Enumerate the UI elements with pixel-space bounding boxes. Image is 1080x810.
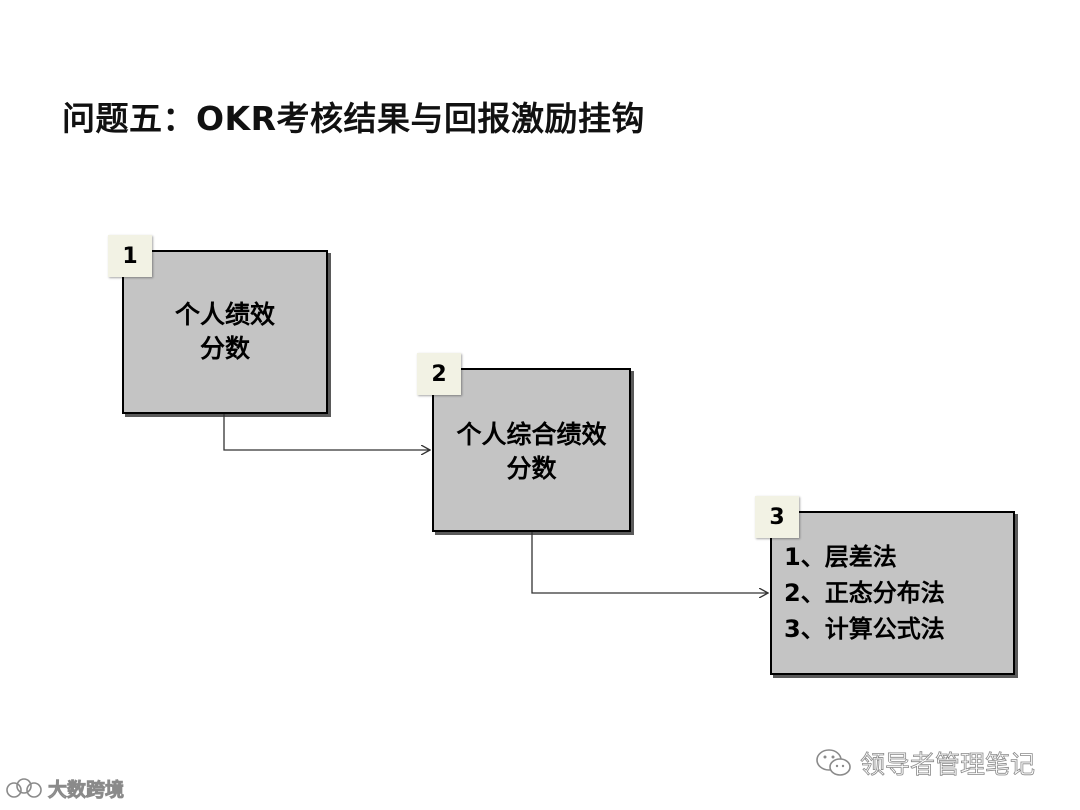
watermark-right: 领导者管理笔记 <box>814 745 1035 781</box>
step-3-method-3: 3、计算公式法 <box>784 615 945 643</box>
step-1-line-1: 个人绩效 <box>174 300 275 329</box>
step-2-line-2: 分数 <box>506 454 557 483</box>
step-1-number-badge: 1 <box>108 235 152 277</box>
wechat-icon <box>816 749 851 776</box>
step-3-method-1: 1、层差法 <box>784 543 897 571</box>
watermark-right-text: 领导者管理笔记 <box>860 750 1036 780</box>
step-2-number-badge: 2 <box>417 353 461 395</box>
step-2-label: 个人综合绩效 分数 <box>434 418 629 486</box>
step-3-number-badge: 3 <box>755 496 799 538</box>
connector-step2-to-step3 <box>531 532 768 593</box>
cloud-logo-icon <box>6 777 42 798</box>
step-2-box: 个人综合绩效 分数 <box>432 368 631 532</box>
step-1-line-2: 分数 <box>199 334 250 363</box>
step-2-line-1: 个人综合绩效 <box>456 420 607 449</box>
step-1-box: 个人绩效 分数 <box>122 250 328 414</box>
step-1-label: 个人绩效 分数 <box>124 298 326 366</box>
watermark-left-text: 大数跨境 <box>48 779 125 802</box>
step-3-method-list: 1、层差法 2、正态分布法 3、计算公式法 <box>784 539 945 647</box>
step-3-box: 1、层差法 2、正态分布法 3、计算公式法 <box>770 511 1015 675</box>
watermark-left: 大数跨境 <box>4 775 124 802</box>
connector-step1-to-step2 <box>223 414 430 450</box>
step-3-method-2: 2、正态分布法 <box>784 579 945 607</box>
page-title: 问题五：OKR考核结果与回报激励挂钩 <box>62 99 646 138</box>
